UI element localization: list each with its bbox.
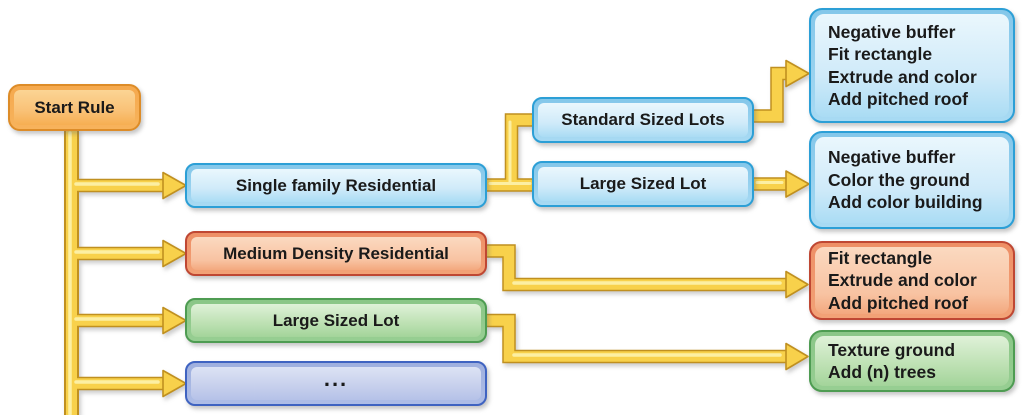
node-rules-medium-density: Fit rectangle Extrude and color Add pitc… (809, 241, 1015, 320)
node-large-sized-lot-single-label: Large Sized Lot (579, 174, 707, 193)
head-medium-rules (785, 270, 809, 299)
edge-medium-rules-fill (487, 245, 789, 290)
arrow-highlights (68, 120, 784, 415)
node-standard-sized-lots-label: Standard Sized Lots (561, 110, 725, 129)
node-large-sized-lot: Large Sized Lot (185, 298, 487, 343)
node-ellipsis-label: ... (323, 365, 349, 391)
head-standard-rules (785, 59, 810, 88)
head-largelot2-rules (785, 170, 810, 198)
node-rules-large-lot-single: Negative buffer Color the ground Add col… (809, 131, 1015, 229)
node-single-family-label: Single family Residential (235, 175, 437, 195)
node-start-rule: Start Rule (8, 84, 141, 131)
node-medium-density-residential: Medium Density Residential (185, 231, 487, 276)
node-start-rule-label: Start Rule (34, 97, 115, 117)
node-large-sized-lot-single: Large Sized Lot (532, 161, 754, 207)
head-start-single (162, 171, 187, 200)
node-rules-standard-lots: Negative buffer Fit rectangle Extrude an… (809, 8, 1015, 123)
head-start-more (162, 369, 187, 398)
node-ellipsis: ... (185, 361, 487, 406)
head-start-medium (162, 239, 187, 268)
arrow-heads (162, 59, 810, 398)
node-large-sized-lot-label: Large Sized Lot (272, 310, 400, 330)
edge-large-rules-outline (487, 313, 789, 364)
edge-standard-rules-fill (754, 68, 789, 122)
node-rules-large-lot: Texture ground Add (n) trees (809, 330, 1015, 392)
head-large-rules (785, 342, 809, 371)
node-single-family-residential: Single family Residential (185, 163, 487, 208)
node-rules-standard-lots-text: Negative buffer Fit rectangle Extrude an… (828, 21, 977, 110)
node-medium-density-label: Medium Density Residential (223, 243, 449, 263)
edge-standard-rules-outline (754, 66, 789, 123)
node-rules-medium-density-text: Fit rectangle Extrude and color Add pitc… (828, 247, 977, 313)
node-rules-large-lot-single-text: Negative buffer Color the ground Add col… (828, 147, 983, 213)
head-start-large (162, 306, 187, 335)
node-rules-large-lot-text: Texture ground Add (n) trees (828, 339, 956, 383)
node-standard-sized-lots: Standard Sized Lots (532, 97, 754, 143)
